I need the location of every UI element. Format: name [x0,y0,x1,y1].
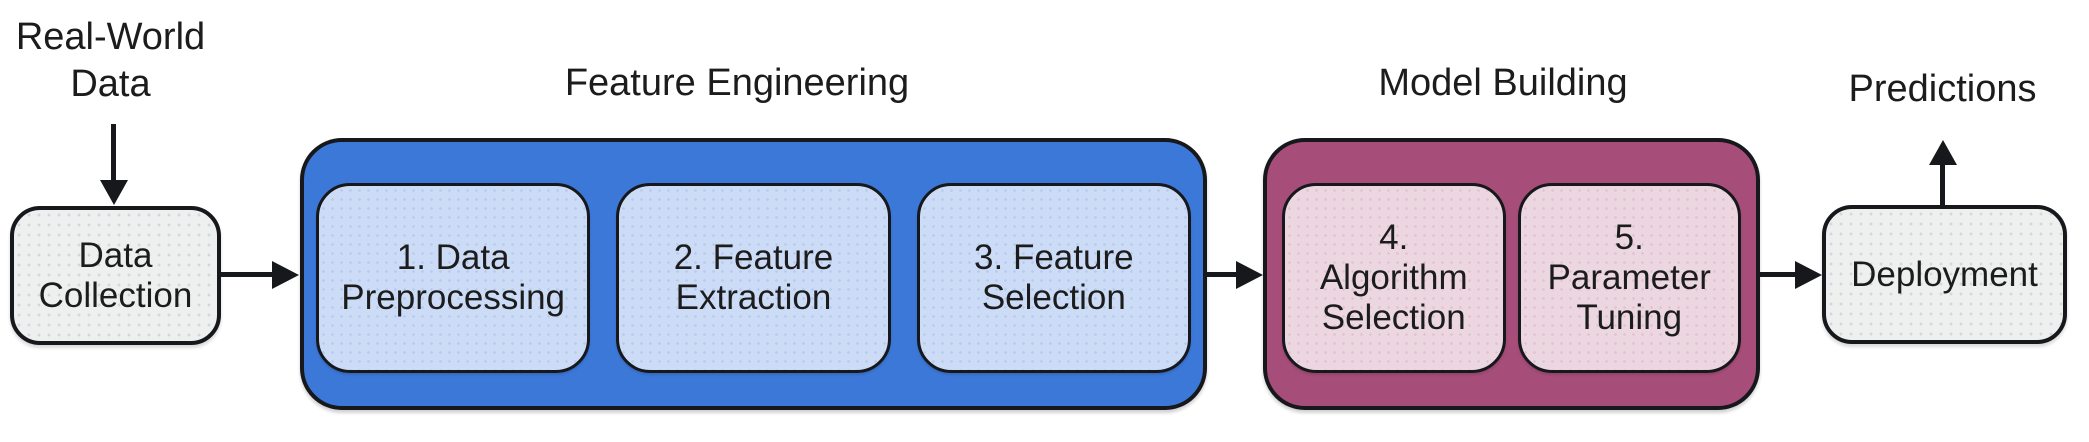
arrow-head-right [272,261,299,289]
box-data-preprocessing: 1. Data Preprocessing [316,183,591,373]
arrow-head-down [100,180,128,205]
arrow-stem [111,124,116,182]
arrow-head-right [1236,261,1263,289]
group-model-building: 4. Algorithm Selection 5. Parameter Tuni… [1263,138,1760,410]
arrow-head-right [1795,261,1822,289]
arrow-stem [221,272,274,277]
group-title-feature-engineering: Feature Engineering [564,62,910,104]
group-title-model-building: Model Building [1378,62,1628,104]
box-algorithm-selection: 4. Algorithm Selection [1282,183,1506,373]
node-deployment: Deployment [1822,205,2067,344]
arrow-head-up [1929,140,1957,165]
arrow-stem [1759,272,1797,277]
box-feature-selection: 3. Feature Selection [916,183,1191,373]
label-predictions: Predictions [1848,68,2037,110]
box-parameter-tuning: 5. Parameter Tuning [1517,183,1741,373]
node-data-collection: Data Collection [10,206,221,345]
label-real-world-data: Real-World Data [15,16,206,105]
group-feature-engineering: 1. Data Preprocessing 2. Feature Extract… [300,138,1207,410]
arrow-stem [1206,272,1238,277]
arrow-stem [1940,163,1945,206]
box-feature-extraction: 2. Feature Extraction [616,183,891,373]
